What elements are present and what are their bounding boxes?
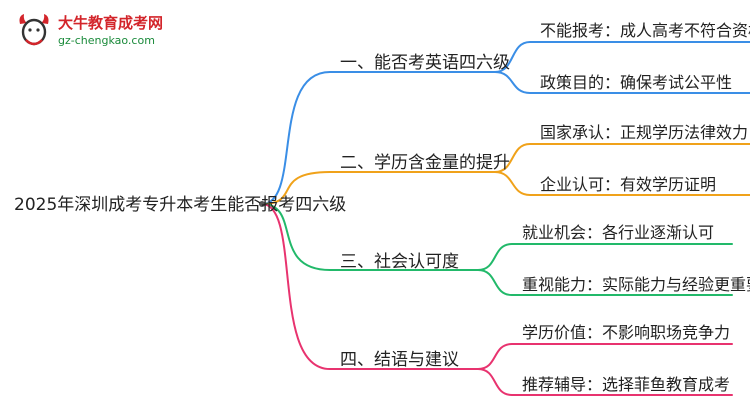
leaf-label-2-1: 国家承认：正规学历法律效力 bbox=[540, 123, 749, 142]
leaf-connector-3-2 bbox=[477, 269, 733, 296]
leaf-label-2-2: 企业认可：有效学历证明 bbox=[540, 175, 717, 194]
leaf-connector-4-1 bbox=[477, 343, 733, 370]
leaf-label-1-1: 不能报考：成人高考不符合资格 bbox=[540, 21, 750, 40]
leaf-connector-1-2 bbox=[494, 71, 750, 94]
branch-label-1: 一、能否考英语四六级 bbox=[340, 53, 510, 73]
branch-connector-3 bbox=[261, 203, 479, 271]
leaf-label-3-1: 就业机会：各行业逐渐认可 bbox=[522, 223, 715, 242]
leaf-label-1-2: 政策目的：确保考试公平性 bbox=[540, 73, 733, 92]
branch-label-4: 四、结语与建议 bbox=[340, 350, 459, 370]
leaf-label-4-2: 推荐辅导：选择菲鱼教育成考 bbox=[522, 375, 731, 394]
branch-connector-1 bbox=[261, 71, 496, 205]
leaf-label-4-1: 学历价值：不影响职场竞争力 bbox=[522, 323, 731, 342]
logo: 大牛教育成考网 gz-chengkao.com bbox=[14, 8, 214, 54]
leaf-connector-3-1 bbox=[477, 243, 733, 271]
leaf-label-3-2: 重视能力：实际能力与经验更重要 bbox=[522, 275, 750, 294]
logo-name: 大牛教育成考网 bbox=[58, 14, 164, 32]
leaf-connector-2-2 bbox=[494, 171, 750, 196]
branch-connector-4 bbox=[261, 203, 479, 370]
leaf-connector-4-2 bbox=[477, 368, 733, 396]
leaf-connector-2-1 bbox=[494, 143, 750, 173]
bull-logo-icon bbox=[19, 14, 49, 46]
root-node-label: 2025年深圳成考专升本考生能否报考四六级 bbox=[14, 195, 347, 215]
branch-label-2: 二、学历含金量的提升 bbox=[340, 153, 510, 173]
logo-url: gz-chengkao.com bbox=[58, 34, 155, 47]
root-connector-dot bbox=[259, 201, 265, 207]
branch-label-3: 三、社会认可度 bbox=[340, 252, 459, 272]
branch-connector-2 bbox=[261, 171, 496, 205]
leaf-connector-1-1 bbox=[494, 41, 750, 73]
